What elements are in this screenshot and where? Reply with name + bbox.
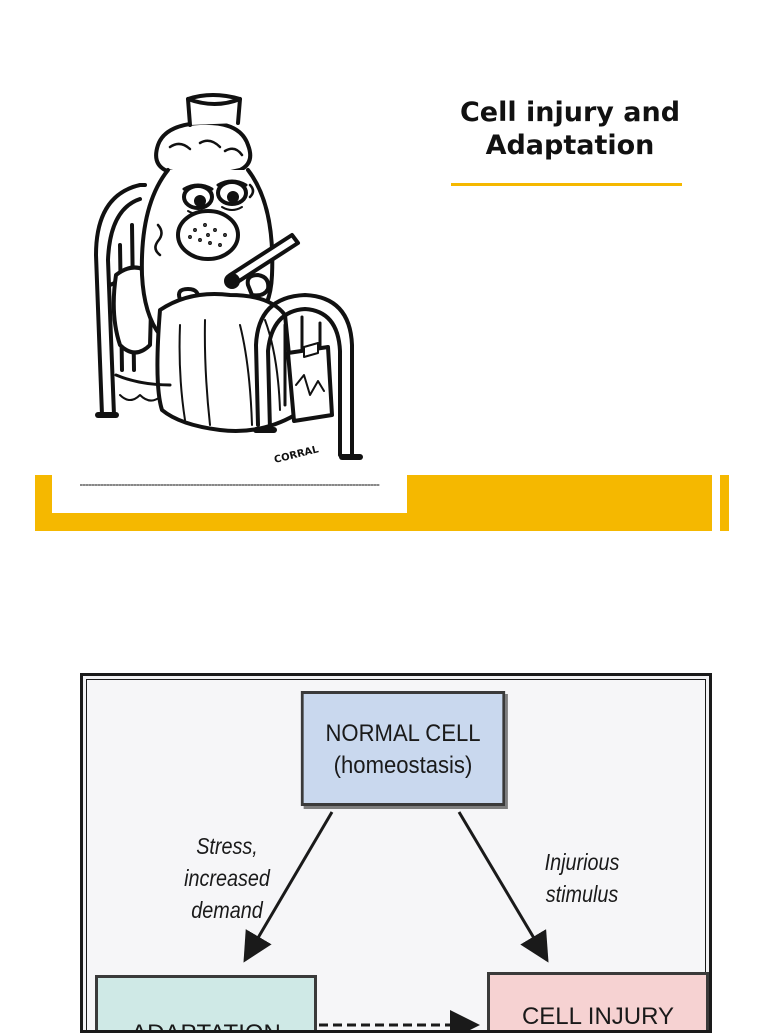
normal-cell-box: NORMAL CELL (homeostasis) <box>300 691 506 806</box>
stress-label-line-1: Stress, <box>196 833 258 859</box>
cell-injury-label: CELL INJURY <box>521 1003 675 1030</box>
title-line-1: Cell injury and <box>459 97 681 128</box>
diagram-panel: NORMAL CELL (homeostasis) Stress, increa… <box>86 679 709 1030</box>
title-underline <box>451 183 682 186</box>
accent-bar-tick <box>720 475 729 531</box>
accent-bar-bottom <box>35 513 712 531</box>
title-line-2: Adaptation <box>485 130 655 161</box>
injurious-stimulus-label: Injurious stimulus <box>526 846 638 910</box>
slide-title: Cell injury and Adaptation <box>440 96 700 162</box>
cartoon-signature: CORRAL <box>273 444 320 466</box>
arrow-normal-to-adaptation <box>243 811 334 963</box>
normal-cell-sublabel: (homeostasis) <box>333 752 473 779</box>
stress-label: Stress, increased demand <box>167 830 287 926</box>
normal-cell-label: NORMAL CELL <box>325 720 481 747</box>
adaptation-box: ADAPTATION <box>95 975 317 1030</box>
stress-label-line-3: demand <box>191 897 263 923</box>
stress-label-line-2: increased <box>184 865 270 891</box>
sick-cell-cartoon: CORRAL <box>79 85 381 490</box>
sick-cell-in-bed-icon: CORRAL <box>79 93 381 486</box>
cell-response-diagram: NORMAL CELL (homeostasis) Stress, increa… <box>80 673 712 1033</box>
injurious-label-line-1: Injurious <box>544 849 620 875</box>
injurious-label-line-2: stimulus <box>545 881 619 907</box>
adaptation-label: ADAPTATION <box>98 1020 314 1030</box>
arrow-normal-to-injury <box>457 811 549 963</box>
